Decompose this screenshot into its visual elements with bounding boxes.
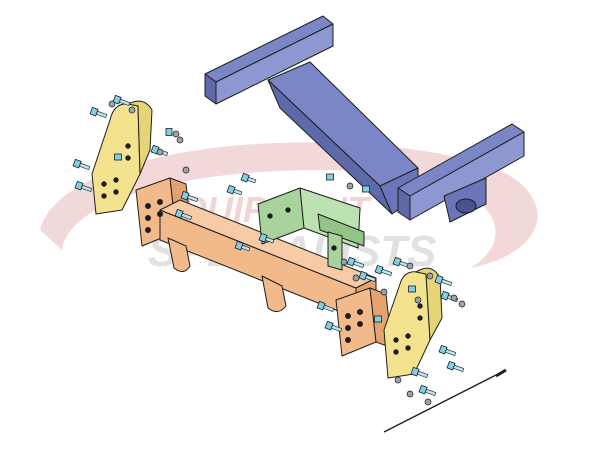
nut (182, 166, 190, 174)
bolt (114, 153, 122, 161)
bolt (258, 232, 275, 244)
bolt (74, 180, 93, 192)
nut (458, 300, 466, 308)
hardware-group (72, 94, 466, 406)
nut (424, 398, 432, 406)
bolt (234, 240, 251, 252)
bolt (346, 256, 365, 268)
bolt (410, 366, 429, 378)
nut (340, 258, 348, 266)
bolt (226, 184, 243, 196)
bolt (112, 94, 131, 106)
yellow-right-bracket (383, 267, 443, 379)
bolt (418, 384, 437, 396)
black-pin (383, 368, 507, 433)
nut (108, 100, 116, 108)
bolt (358, 270, 377, 282)
bolt (374, 315, 382, 323)
nut (406, 262, 414, 270)
bolt (408, 285, 416, 293)
bolt (446, 360, 465, 372)
nut (346, 182, 354, 190)
bolt (72, 158, 91, 170)
bolt (434, 274, 453, 286)
bolt (374, 264, 393, 276)
nut (380, 288, 388, 296)
orange-main-frame (135, 177, 393, 357)
green-center-bracket (257, 187, 365, 271)
bolt (438, 344, 457, 356)
nut (156, 148, 164, 156)
bolt (89, 106, 108, 118)
bolt (362, 185, 370, 193)
bolt (240, 172, 257, 184)
bolt (180, 190, 199, 202)
bolt (174, 208, 193, 220)
nut (414, 296, 422, 304)
bolt (326, 173, 334, 181)
nut (352, 274, 360, 282)
nut (128, 106, 136, 114)
nut (450, 294, 458, 302)
bolt (324, 320, 343, 332)
nut (426, 272, 434, 280)
bolt (316, 300, 335, 312)
nut (406, 390, 414, 398)
bolt (165, 128, 173, 136)
blue-crossmember (204, 15, 525, 223)
nut (394, 376, 402, 384)
nut (176, 136, 184, 144)
nut (172, 130, 180, 138)
